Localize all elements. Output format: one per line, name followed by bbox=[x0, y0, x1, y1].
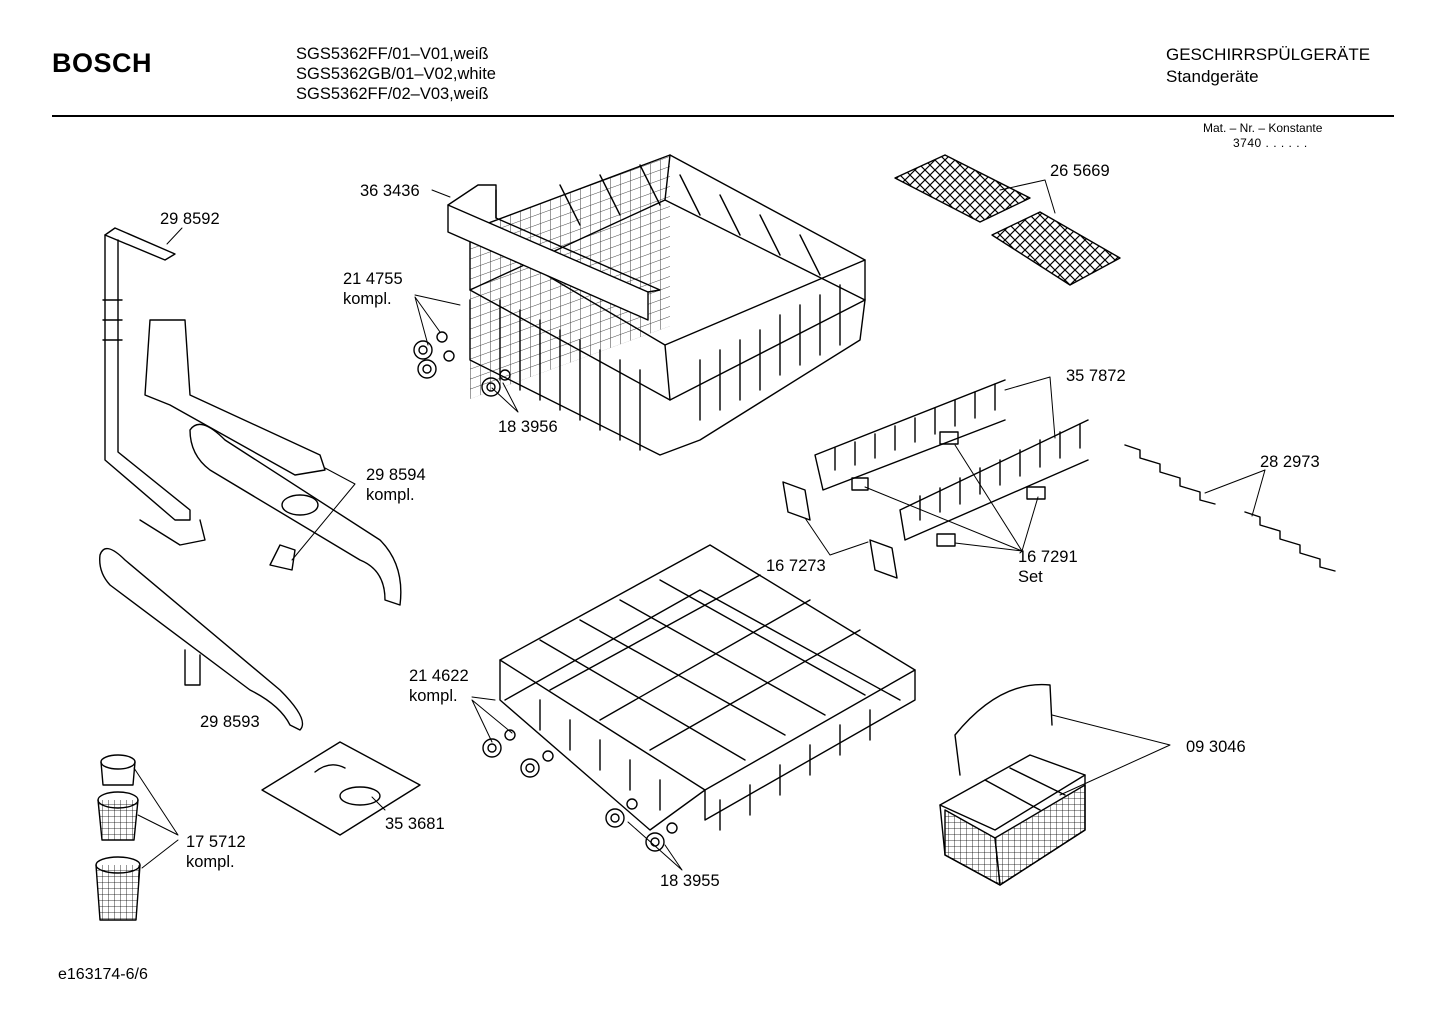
part-number: 17 5712 bbox=[186, 833, 246, 851]
part-label-353681: 35 3681 bbox=[385, 815, 445, 833]
category-title: GESCHIRRSPÜLGERÄTE bbox=[1166, 45, 1371, 64]
part-note: kompl. bbox=[343, 290, 392, 308]
lower-basket bbox=[499, 544, 916, 831]
part-label-363436: 36 3436 bbox=[360, 182, 420, 200]
part-label-357872: 35 7872 bbox=[1066, 367, 1126, 385]
part-label-282973: 28 2973 bbox=[1260, 453, 1320, 471]
tine-rows bbox=[814, 379, 1089, 541]
brand-logo: BOSCH bbox=[52, 48, 153, 78]
model-list: SGS5362FF/01–V01,weiß SGS5362GB/01–V02,w… bbox=[296, 44, 496, 104]
part-label-093046: 09 3046 bbox=[1186, 738, 1246, 756]
part-label-183955: 18 3955 bbox=[660, 872, 720, 890]
part-note: kompl. bbox=[366, 486, 415, 504]
part-note: Set bbox=[1018, 568, 1043, 586]
part-label-298594: 29 8594 kompl. bbox=[366, 465, 426, 505]
part-number: 16 7291 bbox=[1018, 548, 1078, 566]
part-label-175712: 17 5712 kompl. bbox=[186, 832, 246, 872]
part-label-298593: 29 8593 bbox=[200, 713, 260, 731]
part-label-167291: 16 7291 Set bbox=[1018, 547, 1078, 587]
category-subtitle: Standgeräte bbox=[1166, 67, 1259, 86]
lower-spray-arm bbox=[99, 547, 304, 731]
leader-lines bbox=[133, 179, 1266, 871]
part-label-265669: 26 5669 bbox=[1050, 162, 1110, 180]
material-value: 3740 . . . . . . bbox=[1233, 136, 1308, 150]
part-label-298592: 29 8592 bbox=[160, 210, 220, 228]
model-line: SGS5362FF/01–V01,weiß bbox=[296, 45, 489, 63]
filter-plate bbox=[261, 741, 421, 836]
part-note: kompl. bbox=[186, 853, 235, 871]
material-label: Mat. – Nr. – Konstante bbox=[1203, 121, 1323, 135]
part-label-214755: 21 4755 kompl. bbox=[343, 269, 403, 309]
header-divider bbox=[52, 115, 1394, 117]
cup-racks bbox=[894, 154, 1121, 286]
step-racks bbox=[1124, 444, 1336, 572]
upper-basket-wheels bbox=[413, 331, 511, 397]
part-number: 21 4755 bbox=[343, 270, 403, 288]
tine-clips bbox=[782, 431, 1046, 579]
part-label-167273: 16 7273 bbox=[766, 557, 826, 575]
model-line: SGS5362FF/02–V03,weiß bbox=[296, 85, 489, 103]
part-number: 21 4622 bbox=[409, 667, 469, 685]
model-line: SGS5362GB/01–V02,white bbox=[296, 65, 496, 83]
upper-spray-arm bbox=[144, 319, 402, 606]
upper-basket bbox=[447, 154, 866, 456]
lower-basket-wheels bbox=[482, 729, 678, 852]
drawing-code: e163174-6/6 bbox=[58, 966, 148, 983]
category-block: GESCHIRRSPÜLGERÄTE Standgeräte bbox=[1166, 44, 1370, 88]
part-label-214622: 21 4622 kompl. bbox=[409, 666, 469, 706]
part-number: 29 8594 bbox=[366, 466, 426, 484]
supply-pipe bbox=[102, 227, 206, 546]
cutlery-basket bbox=[939, 683, 1086, 886]
filter-set bbox=[95, 754, 141, 921]
part-label-183956: 18 3956 bbox=[498, 418, 558, 436]
part-note: kompl. bbox=[409, 687, 458, 705]
